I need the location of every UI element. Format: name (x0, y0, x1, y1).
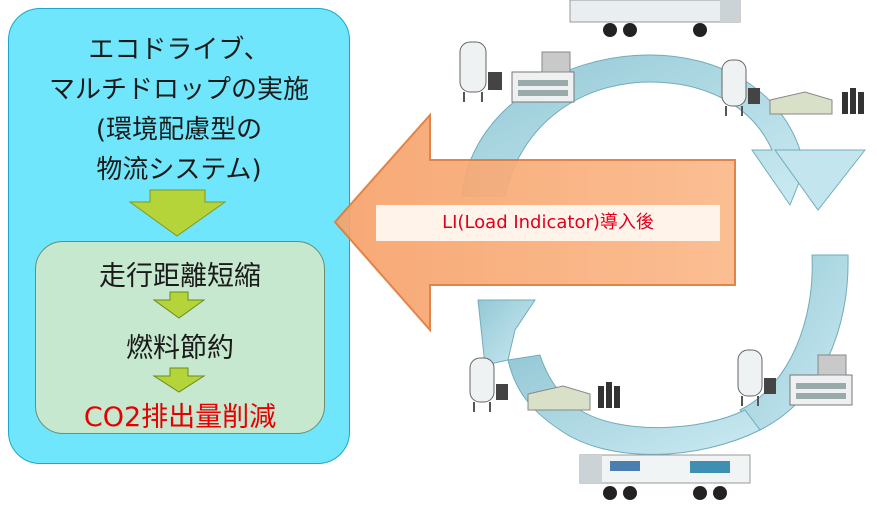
cycle-arrow-left (477, 299, 536, 366)
warehouse-icon (769, 91, 833, 115)
truck-icon (579, 454, 751, 500)
cycle-arrowhead-top (774, 149, 867, 211)
gas-tank-icon (721, 59, 760, 116)
factory-icon (511, 51, 575, 103)
step-fuel-saving: 燃料節約 (126, 333, 234, 364)
green-arrow-small-2 (152, 367, 206, 393)
intro-line-2: マルチドロップの実施 (48, 75, 309, 105)
intro-line-4: 物流システム) (96, 155, 262, 185)
cylinder-icon (598, 382, 620, 408)
truck-icon (569, 0, 741, 37)
intro-line-1: エコドライブ、 (88, 35, 270, 65)
cylinder-icon (842, 88, 864, 114)
green-arrow-small-1 (152, 291, 206, 319)
gas-tank-icon (737, 349, 776, 406)
inner-panel (35, 241, 325, 434)
factory-icon (789, 354, 853, 406)
step-co2-reduction: CO2排出量削減 (83, 402, 277, 433)
gas-tank-icon (469, 357, 508, 412)
intro-line-3: (環境配慮型の (95, 115, 263, 145)
green-arrow-large (128, 189, 227, 237)
gas-tank-icon (459, 41, 502, 102)
center-arrow-label: LI(Load Indicator)導入後 (376, 205, 720, 241)
step-distance-reduction: 走行距離短縮 (99, 261, 261, 292)
warehouse-icon (527, 385, 591, 411)
intro-text: エコドライブ、 マルチドロップの実施 (環境配慮型の 物流システム) (8, 30, 350, 190)
